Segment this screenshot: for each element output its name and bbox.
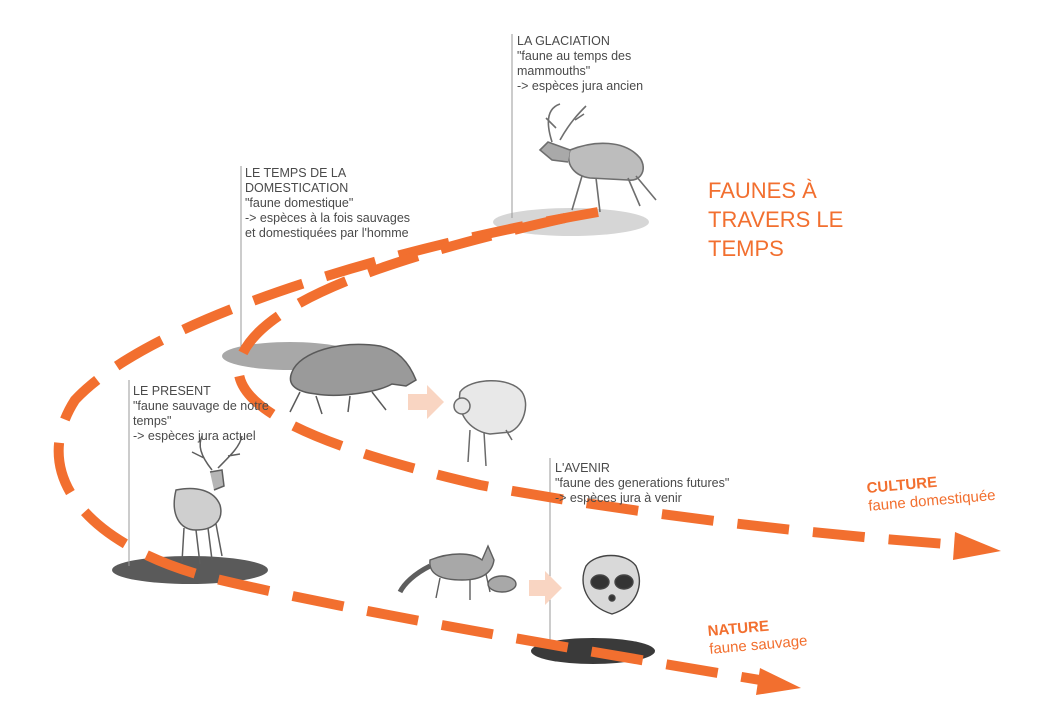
stage-present-title: LE PRESENT	[133, 384, 211, 398]
stage-present-line-2: temps"	[133, 414, 172, 428]
timeline-path-culture	[233, 213, 961, 550]
stage-future-line-2: -> espèces jura à venir	[555, 491, 682, 505]
stage-glaciation-line-2: mammouths"	[517, 64, 591, 78]
fox-icon	[397, 544, 517, 600]
arrowhead-culture	[953, 532, 1001, 560]
stage-present-line-3: -> espèces jura actuel	[133, 429, 256, 443]
reindeer-icon	[538, 103, 657, 213]
stage-future-line-1: "faune des generations futures"	[555, 476, 730, 490]
stage-domestication-line-1: "faune domestique"	[245, 196, 354, 210]
arrowhead-nature	[756, 668, 801, 695]
stage-glaciation-line-3: -> espèces jura ancien	[517, 79, 644, 93]
stage-domestication-title-2: DOMESTICATION	[245, 181, 349, 195]
stage-present-line-1: "faune sauvage de notre	[133, 399, 269, 413]
deer-icon	[173, 435, 243, 565]
stage-present-label: LE PRESENT "faune sauvage de notre temps…	[133, 384, 269, 444]
transition-arrow-future	[529, 571, 562, 605]
stage-glaciation-line-1: "faune au temps des	[517, 49, 632, 63]
main-title-line-2: TRAVERS LE	[708, 207, 844, 232]
main-title: FAUNES À TRAVERS LE TEMPS	[708, 176, 843, 263]
stage-future-label: L'AVENIR "faune des generations futures"…	[555, 461, 729, 506]
stage-domestication-line-2: -> espèces à la fois sauvages	[245, 211, 411, 225]
main-title-line-1: FAUNES À	[708, 178, 817, 203]
timeline-path-nature	[53, 207, 761, 685]
raccoon-dog-icon	[582, 554, 640, 615]
stage-domestication-title: LE TEMPS DE LA	[245, 166, 347, 180]
stage-domestication-line-3: et domestiquées par l'homme	[245, 226, 409, 240]
wild-boar-icon	[289, 343, 417, 415]
stage-glaciation-label: LA GLACIATION "faune au temps des mammou…	[517, 34, 643, 94]
main-title-line-3: TEMPS	[708, 236, 784, 261]
stage-glaciation-title: LA GLACIATION	[517, 34, 610, 48]
pig-icon	[453, 380, 527, 467]
stage-domestication-label: LE TEMPS DE LA DOMESTICATION "faune dome…	[245, 166, 410, 241]
transition-arrow-domestication	[408, 385, 444, 419]
stage-future-title: L'AVENIR	[555, 461, 610, 475]
